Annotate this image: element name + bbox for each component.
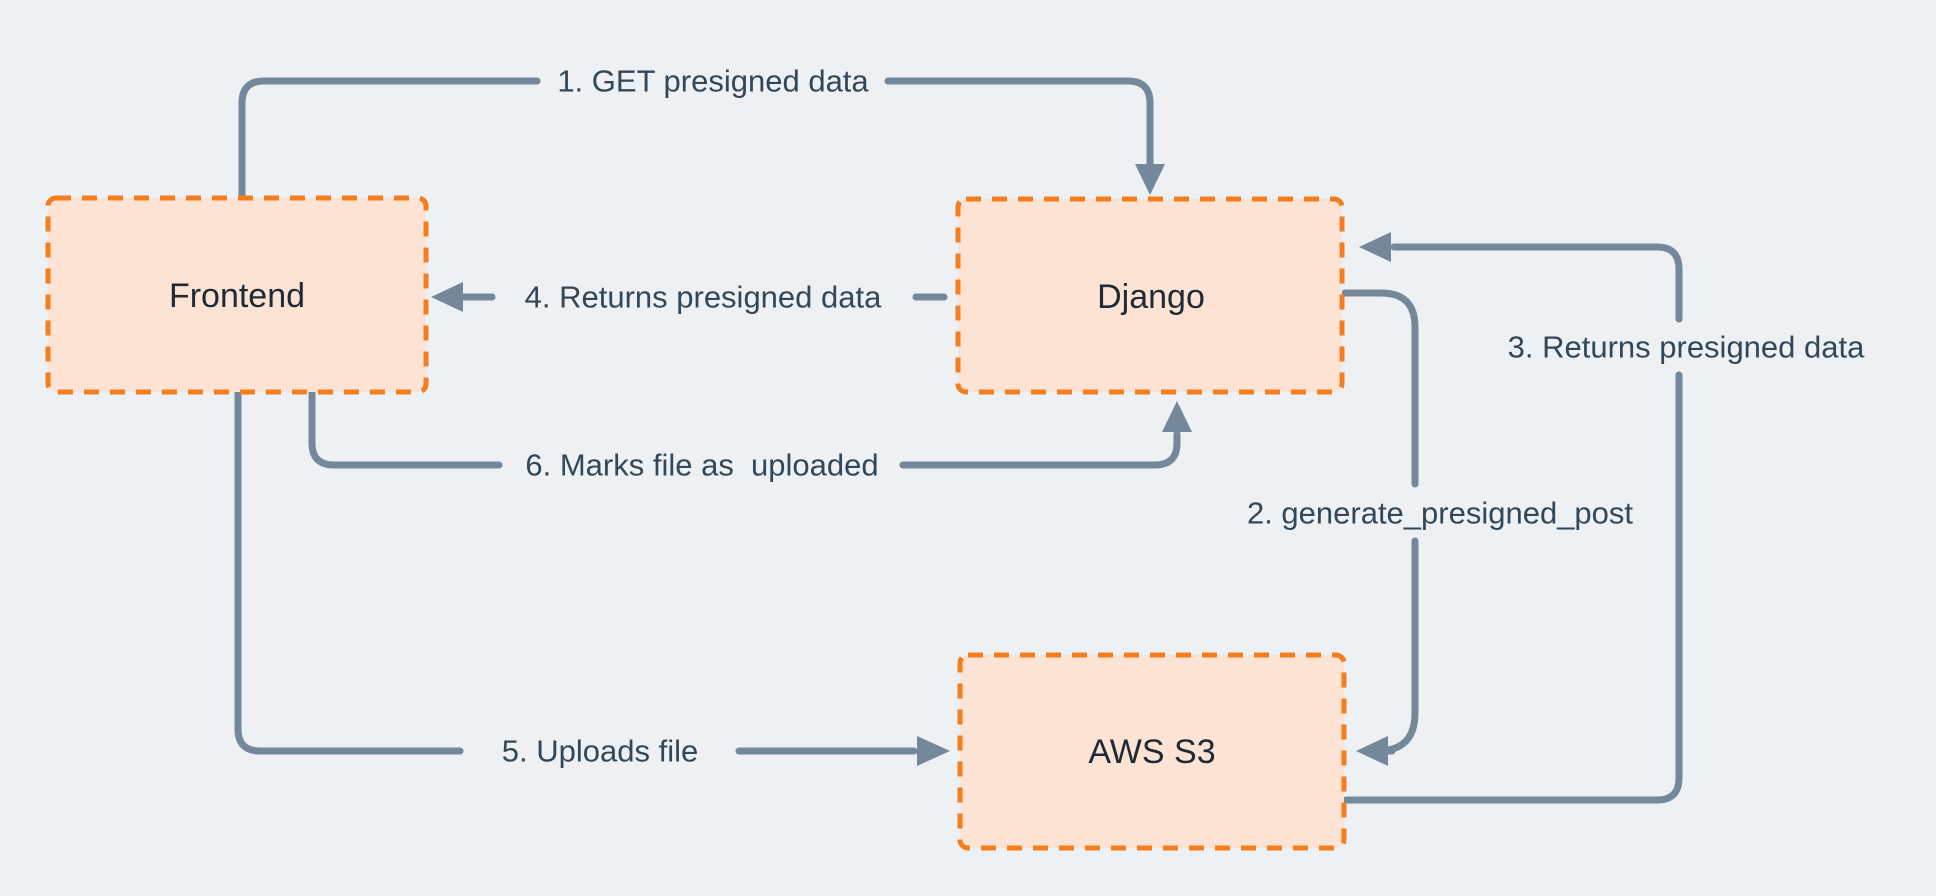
edge-5-segment-left — [234, 388, 464, 755]
node-frontend-label: Frontend — [169, 277, 305, 315]
node-frontend: Frontend — [45, 195, 429, 395]
edge-3-segment-top — [1390, 243, 1683, 323]
node-django: Django — [955, 196, 1345, 395]
edge-2-segment-top — [1341, 289, 1419, 488]
edge-5-arrowhead-right-icon — [917, 736, 950, 766]
edge-2-arrowhead-left-icon — [1356, 736, 1388, 766]
edge-1-arrowhead-down-icon — [1135, 164, 1165, 195]
edge-3-segment-bottom — [1342, 371, 1683, 804]
edge-3-arrowhead-left-icon — [1359, 232, 1391, 262]
edge-3-returns-presigned-data: 3. Returns presigned data — [1342, 232, 1865, 804]
node-aws-s3-box — [957, 652, 1347, 851]
edge-4-returns-presigned-data: 4. Returns presigned data — [431, 280, 948, 315]
node-django-box — [955, 196, 1345, 395]
edge-2-generate-presigned-post: 2. generate_presigned_post — [1247, 289, 1633, 766]
edge-6-segment-right — [899, 430, 1181, 469]
edge-4-arrowhead-left-icon — [431, 282, 463, 312]
edge-6-arrowhead-up-icon — [1162, 401, 1192, 432]
edge-4-label: 4. Returns presigned data — [525, 280, 882, 315]
node-aws-s3: AWS S3 — [957, 652, 1347, 851]
edge-6-label: 6. Marks file as uploaded — [525, 448, 878, 483]
edge-5-uploads-file: 5. Uploads file — [234, 388, 950, 769]
edge-3-label: 3. Returns presigned data — [1508, 330, 1865, 365]
edge-6-marks-file-uploaded: 6. Marks file as uploaded — [308, 388, 1192, 483]
edge-6-segment-left — [308, 388, 503, 469]
edge-1-label: 1. GET presigned data — [557, 64, 869, 99]
edge-5-label: 5. Uploads file — [502, 734, 698, 769]
edge-2-segment-bottom — [1376, 537, 1419, 755]
node-aws-s3-label: AWS S3 — [1088, 733, 1215, 771]
edge-2-label: 2. generate_presigned_post — [1247, 496, 1633, 531]
edge-1-segment-left — [238, 77, 541, 201]
edge-1-get-presigned-data: 1. GET presigned data — [238, 64, 1165, 201]
node-frontend-box — [45, 195, 429, 395]
edge-1-segment-right — [884, 77, 1154, 168]
node-django-label: Django — [1097, 278, 1205, 316]
